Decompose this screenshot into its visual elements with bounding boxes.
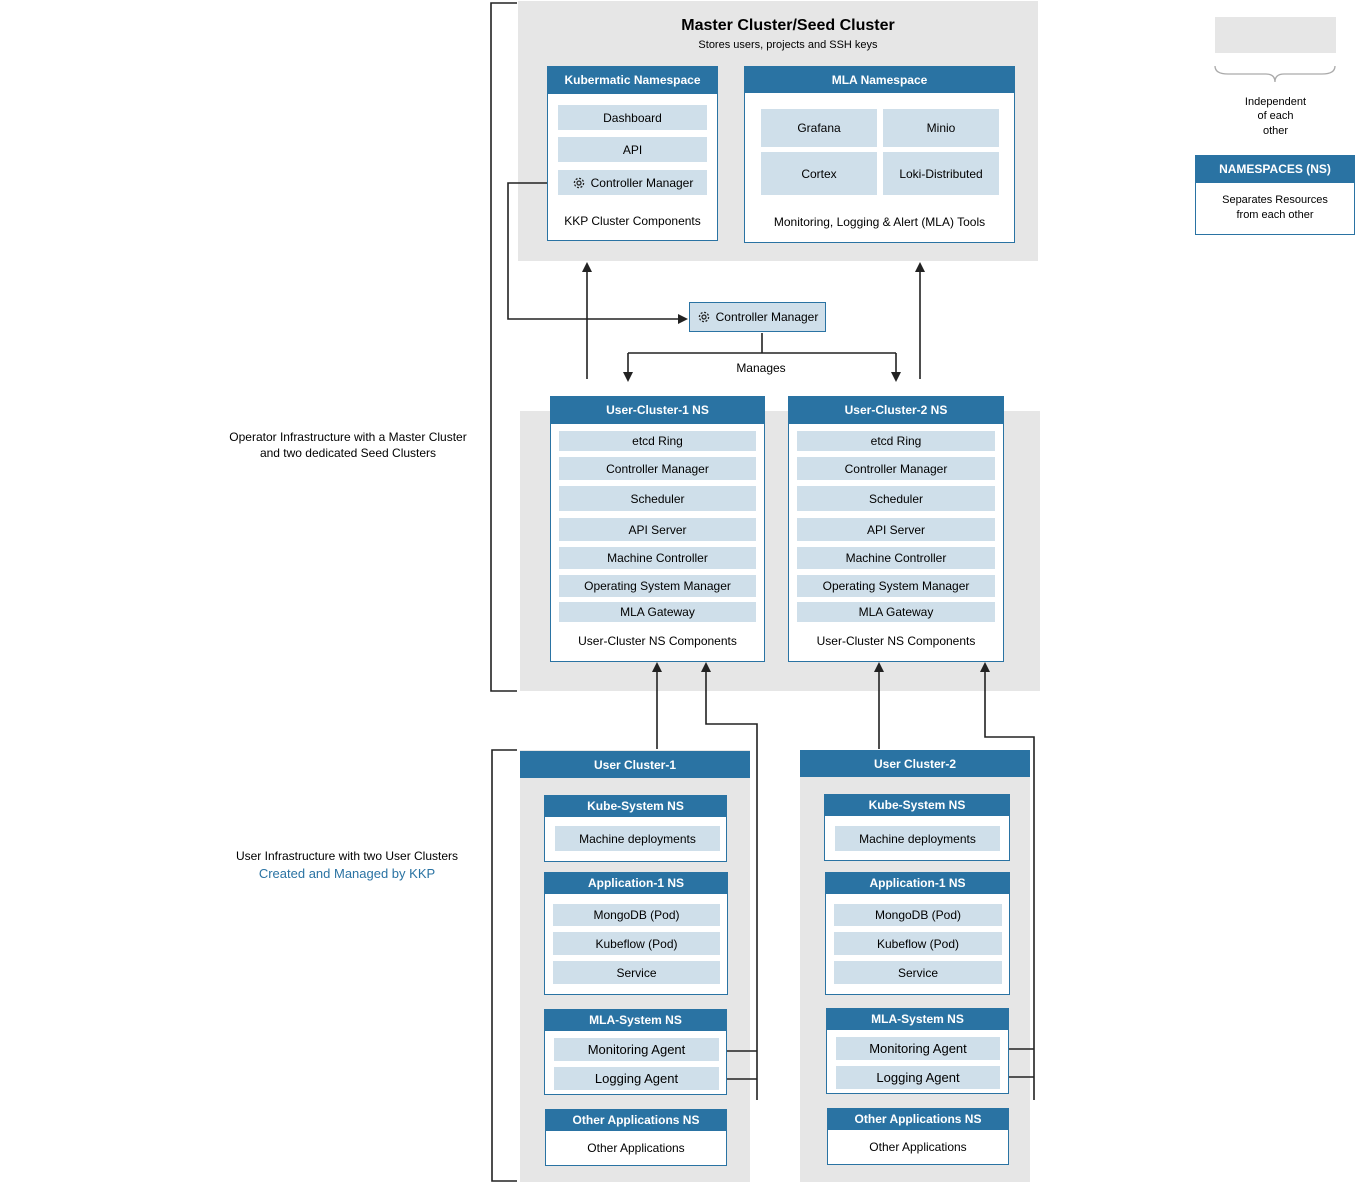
kkp-controller-manager-item: Controller Manager	[558, 170, 707, 195]
legend-region-swatch	[1215, 17, 1336, 53]
user-cluster-1-ns-header: User-Cluster-1 NS	[550, 396, 765, 424]
user-cluster-ns-components-label: User-Cluster NS Components	[816, 634, 976, 648]
application-1-ns-header: Application-1 NS	[544, 872, 728, 894]
user-cluster-1-ns: User-Cluster-1 NS etcd Ring Controller M…	[550, 396, 765, 662]
legend-namespace-header: NAMESPACES (NS)	[1195, 155, 1355, 183]
loki-distributed-item: Loki-Distributed	[883, 152, 999, 195]
mla-system-ns-header: MLA-System NS	[826, 1008, 1009, 1030]
other-applications-ns: Other Applications NS Other Applications	[827, 1108, 1009, 1165]
user-cluster-1-title: User Cluster-1	[520, 751, 750, 778]
mla-namespace: MLA Namespace Grafana Minio Cortex Loki-…	[744, 66, 1015, 243]
mla-gateway-item: MLA Gateway	[797, 602, 995, 622]
scheduler-item: Scheduler	[559, 486, 756, 511]
machine-controller-item: Machine Controller	[559, 547, 756, 569]
user-infrastructure-label-2: Created and Managed by KKP	[258, 866, 436, 881]
machine-deployments-item: Machine deployments	[555, 826, 720, 851]
logging-agent-item: Logging Agent	[554, 1067, 719, 1090]
legend-namespace-line-2: from each other	[1236, 209, 1314, 221]
operator-bracket	[490, 2, 517, 692]
mongodb-pod-item: MongoDB (Pod)	[834, 904, 1002, 926]
operator-infrastructure-label-2: and two dedicated Seed Clusters	[259, 446, 437, 460]
master-cluster-title: Master Cluster/Seed Cluster	[681, 17, 895, 34]
other-applications-ns-header: Other Applications NS	[545, 1109, 727, 1131]
application-1-ns-header: Application-1 NS	[825, 872, 1010, 894]
machine-deployments-item: Machine deployments	[835, 826, 1000, 851]
user-cluster-ns-components-label: User-Cluster NS Components	[578, 634, 737, 648]
kubermatic-namespace-header: Kubermatic Namespace	[547, 66, 718, 94]
machine-controller-item: Machine Controller	[797, 547, 995, 569]
legend-independent-line-2: of each	[1257, 110, 1294, 122]
monitoring-agent-item: Monitoring Agent	[554, 1038, 719, 1061]
operating-system-manager-item: Operating System Manager	[559, 575, 756, 597]
kube-system-ns: Kube-System NS Machine deployments	[544, 795, 727, 862]
service-item: Service	[834, 961, 1002, 984]
api-server-item: API Server	[559, 518, 756, 541]
legend-namespace-box: NAMESPACES (NS) Separates Resources from…	[1195, 155, 1355, 235]
mla-tools-label: Monitoring, Logging & Alert (MLA) Tools	[773, 215, 986, 229]
kube-system-ns-header: Kube-System NS	[824, 794, 1010, 816]
dashboard-item: Dashboard	[558, 105, 707, 130]
monitoring-agent-item: Monitoring Agent	[836, 1037, 1000, 1060]
legend-namespace-line-1: Separates Resources	[1222, 194, 1328, 206]
other-applications-label: Other Applications	[869, 1140, 967, 1154]
api-server-item: API Server	[797, 518, 995, 541]
other-applications-ns-header: Other Applications NS	[827, 1108, 1009, 1130]
gear-icon	[697, 310, 711, 324]
kubeflow-pod-item: Kubeflow (Pod)	[553, 932, 720, 955]
manages-label: Manages	[736, 361, 786, 375]
user-cluster-2-title: User Cluster-2	[800, 750, 1030, 777]
logging-agent-item: Logging Agent	[836, 1066, 1000, 1089]
etcd-ring-item: etcd Ring	[797, 431, 995, 451]
other-applications-label: Other Applications	[587, 1141, 685, 1155]
api-item: API	[558, 137, 707, 162]
application-1-ns: Application-1 NS MongoDB (Pod) Kubeflow …	[544, 872, 728, 995]
operating-system-manager-item: Operating System Manager	[797, 575, 995, 597]
kkp-to-controller-arrow	[507, 182, 688, 324]
application-1-ns: Application-1 NS MongoDB (Pod) Kubeflow …	[825, 872, 1010, 995]
user-bracket	[491, 749, 517, 1182]
controller-manager-item: Controller Manager	[797, 457, 995, 480]
mla-namespace-header: MLA Namespace	[744, 66, 1015, 93]
uc1-agents-to-ns-arrow	[701, 662, 758, 1100]
kkp-cluster-components-label: KKP Cluster Components	[564, 214, 701, 228]
kube-system-ns-header: Kube-System NS	[544, 795, 727, 817]
gear-icon	[572, 176, 586, 190]
mla-gateway-item: MLA Gateway	[559, 602, 756, 622]
user-cluster-2-ns: User-Cluster-2 NS etcd Ring Controller M…	[788, 396, 1004, 662]
controller-manager-item: Controller Manager	[559, 457, 756, 480]
scheduler-item: Scheduler	[797, 486, 995, 511]
grafana-item: Grafana	[761, 109, 877, 147]
mla-system-ns-header: MLA-System NS	[544, 1009, 727, 1031]
minio-item: Minio	[883, 109, 999, 147]
mongodb-pod-item: MongoDB (Pod)	[553, 904, 720, 926]
etcd-ring-item: etcd Ring	[559, 431, 756, 451]
operator-infrastructure-label-1: Operator Infrastructure with a Master Cl…	[229, 430, 467, 444]
other-applications-ns: Other Applications NS Other Applications	[545, 1109, 727, 1166]
kubermatic-namespace: Kubermatic Namespace Dashboard API Contr…	[547, 66, 718, 241]
controller-manager-box: Controller Manager	[689, 302, 826, 332]
user-cluster-2-ns-header: User-Cluster-2 NS	[788, 396, 1004, 424]
legend-independent-line-3: other	[1262, 125, 1289, 137]
kkp-controller-manager-label: Controller Manager	[590, 175, 694, 190]
mla-system-ns: MLA-System NS Monitoring Agent Logging A…	[826, 1008, 1009, 1094]
legend-independent-line-1: Independent	[1244, 96, 1307, 108]
user-infrastructure-label-1: User Infrastructure with two User Cluste…	[235, 849, 459, 863]
controller-manager-label: Controller Manager	[715, 310, 819, 324]
cortex-item: Cortex	[761, 152, 877, 195]
mla-system-ns: MLA-System NS Monitoring Agent Logging A…	[544, 1009, 727, 1095]
uc2-agents-to-ns-arrow	[980, 662, 1035, 1100]
legend-brace	[1214, 65, 1336, 83]
kubeflow-pod-item: Kubeflow (Pod)	[834, 932, 1002, 955]
kube-system-ns: Kube-System NS Machine deployments	[824, 794, 1010, 861]
service-item: Service	[553, 961, 720, 984]
master-cluster-subtitle: Stores users, projects and SSH keys	[698, 39, 878, 51]
